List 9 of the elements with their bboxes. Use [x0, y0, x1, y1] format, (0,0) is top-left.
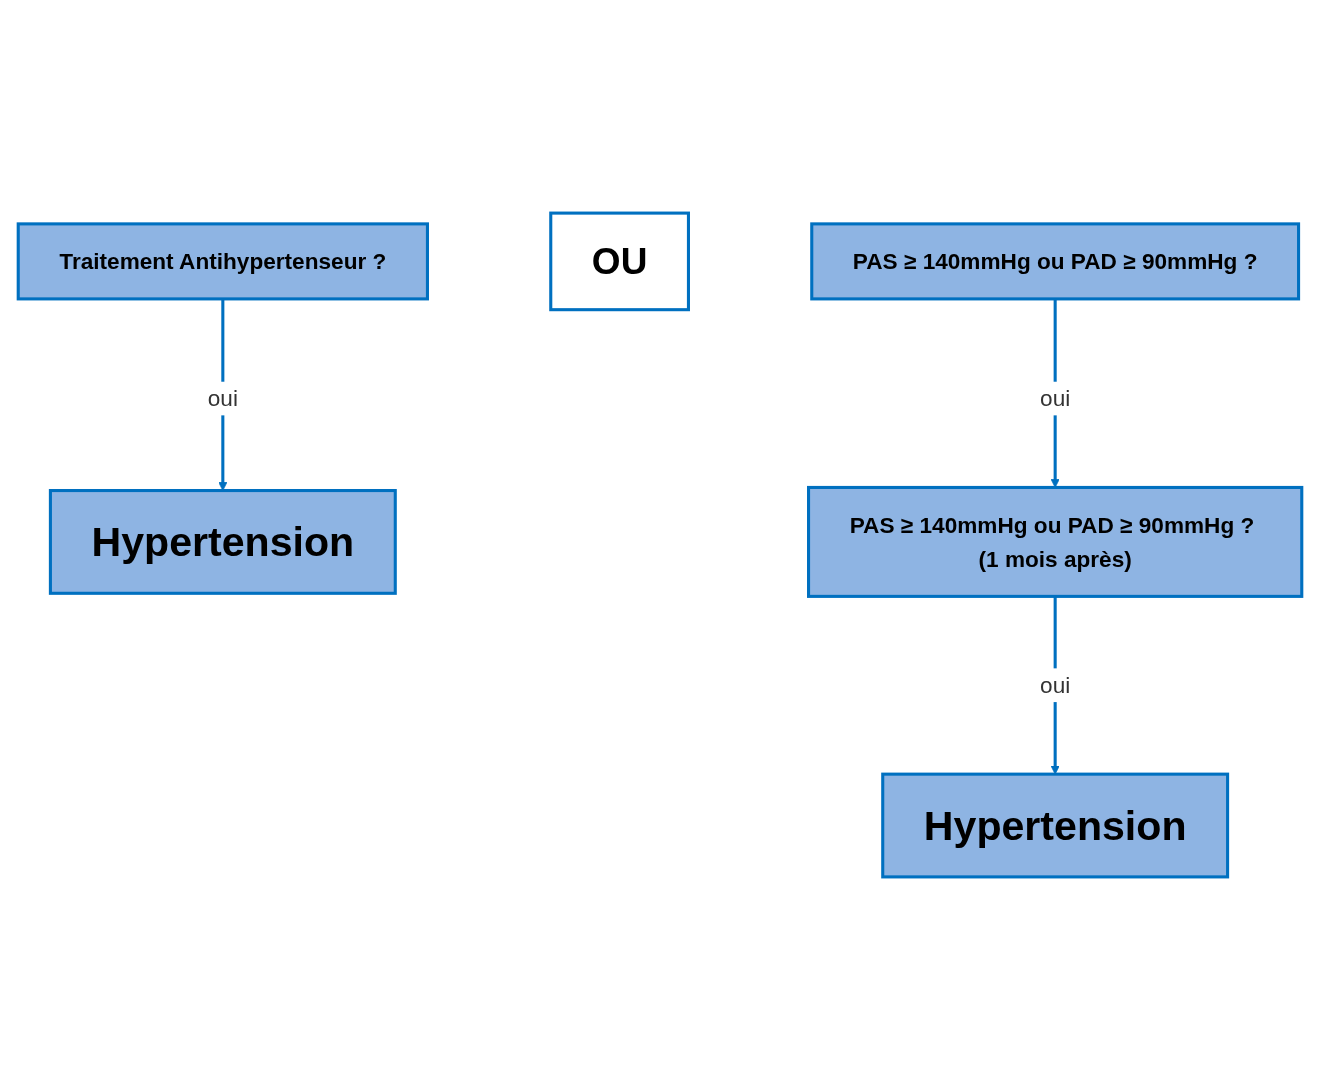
edge-label: oui [1040, 672, 1071, 699]
node-box: Hypertension [48, 489, 397, 595]
node-box: PAS ≥ 140mmHg ou PAD ≥ 90mmHg ? (1 mois après) [807, 485, 1304, 598]
node-box: Hypertension [881, 772, 1230, 879]
node-box: OU [549, 211, 690, 312]
node-box: Traitement Antihypertenseur ? [16, 222, 429, 301]
edge-label: oui [1040, 385, 1071, 412]
edge-label: oui [207, 385, 238, 412]
node-box: PAS ≥ 140mmHg ou PAD ≥ 90mmHg ? [810, 222, 1301, 301]
